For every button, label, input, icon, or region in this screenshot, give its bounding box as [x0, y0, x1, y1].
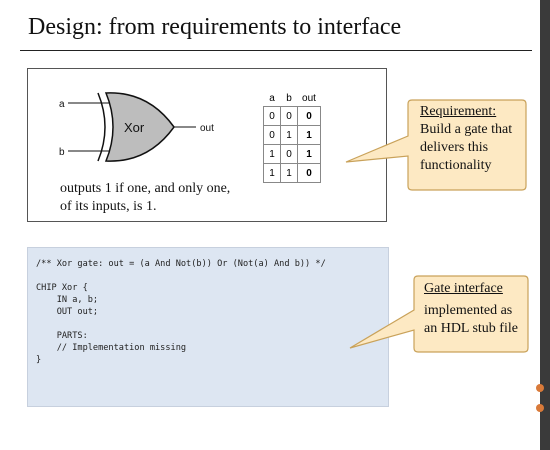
hdl-code: /** Xor gate: out = (a And Not(b)) Or (N…	[36, 258, 326, 366]
cell-a: 1	[263, 163, 281, 183]
interface-line: an HDL stub file	[424, 321, 518, 336]
right-edge-bar	[536, 0, 550, 450]
gate-label: Xor	[124, 120, 145, 135]
input-a-label: a	[59, 99, 65, 110]
gate-spec-panel: Xor a b out outputs 1 if one, and only o…	[27, 68, 387, 222]
truth-table-header: a b out	[264, 91, 321, 107]
cell-a: 1	[263, 144, 281, 164]
callout-bubble	[349, 275, 529, 353]
code-line: PARTS:	[36, 331, 88, 341]
interface-callout: Gate interface implemented as an HDL stu…	[342, 272, 532, 358]
code-line: // Implementation missing	[36, 343, 187, 353]
table-row: 1 0 1	[263, 144, 321, 164]
cell-b: 0	[280, 144, 298, 164]
truth-table: a b out 0 0 0 0 1 1 1 0 1 1 1	[263, 91, 321, 183]
cell-a: 0	[263, 106, 281, 126]
code-line: /** Xor gate: out = (a And Not(b)) Or (N…	[36, 259, 326, 269]
cell-out: 1	[297, 125, 321, 145]
xor-gate-diagram: Xor a b out	[59, 92, 214, 162]
output-label: out	[200, 123, 214, 134]
edge-marker	[536, 404, 544, 412]
callout-bubble	[345, 99, 527, 191]
cell-a: 0	[263, 125, 281, 145]
input-b-label: b	[59, 147, 65, 158]
requirement-line: functionality	[420, 158, 492, 173]
header-b: b	[286, 93, 292, 104]
gate-description: outputs 1 if one, and only one, of its i…	[60, 181, 231, 214]
requirement-line: Build a gate that	[420, 122, 513, 137]
table-row: 0 1 1	[263, 125, 321, 145]
interface-line: implemented as	[424, 303, 513, 318]
table-row: 1 1 0	[263, 163, 321, 183]
xor-gate-body	[104, 92, 175, 162]
requirement-heading: Requirement:	[420, 104, 497, 119]
hdl-code-panel: /** Xor gate: out = (a And Not(b)) Or (N…	[27, 247, 389, 407]
cell-b: 0	[280, 106, 298, 126]
edge-marker	[536, 384, 544, 392]
cell-out: 0	[297, 106, 321, 126]
requirement-line: delivers this	[420, 140, 489, 155]
interface-heading: Gate interface	[424, 281, 503, 296]
code-line: OUT out;	[36, 307, 99, 317]
cell-b: 1	[280, 125, 298, 145]
cell-out: 1	[297, 144, 321, 164]
cell-b: 1	[280, 163, 298, 183]
xor-input-curve	[97, 92, 106, 162]
code-line: CHIP Xor {	[36, 283, 88, 293]
cell-out: 0	[297, 163, 321, 183]
table-row: 0 0 0	[263, 106, 321, 126]
header-out: out	[302, 93, 316, 104]
slide-title: Design: from requirements to interface	[28, 14, 402, 40]
code-line: IN a, b;	[36, 295, 99, 305]
requirement-callout: Requirement: Build a gate that delivers …	[340, 96, 530, 196]
code-line: }	[36, 355, 42, 365]
header-a: a	[269, 93, 275, 104]
title-divider	[20, 50, 532, 51]
